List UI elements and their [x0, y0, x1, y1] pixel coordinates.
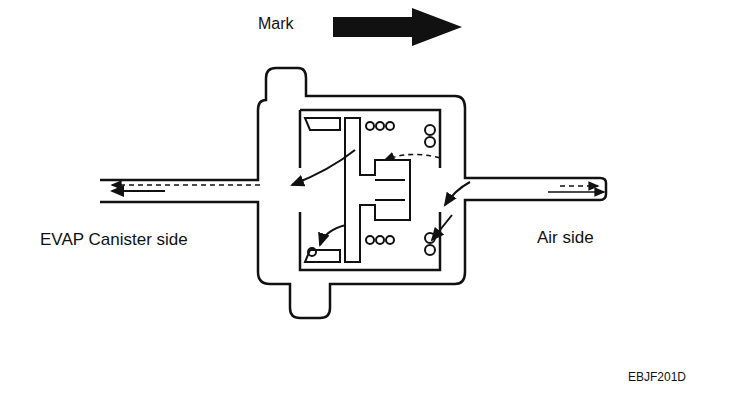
port-label: Air side — [537, 228, 594, 248]
spring — [308, 122, 435, 256]
flow-arrow-dashed — [112, 154, 604, 192]
direction-label: Mark — [258, 14, 294, 33]
figure-code: EBJF201D — [628, 370, 686, 384]
port-label: EVAP Canister side — [40, 230, 190, 250]
valve-housing — [100, 68, 606, 318]
direction-arrow — [333, 8, 462, 46]
valve-poppet — [345, 118, 410, 262]
inner-chamber — [300, 110, 440, 270]
